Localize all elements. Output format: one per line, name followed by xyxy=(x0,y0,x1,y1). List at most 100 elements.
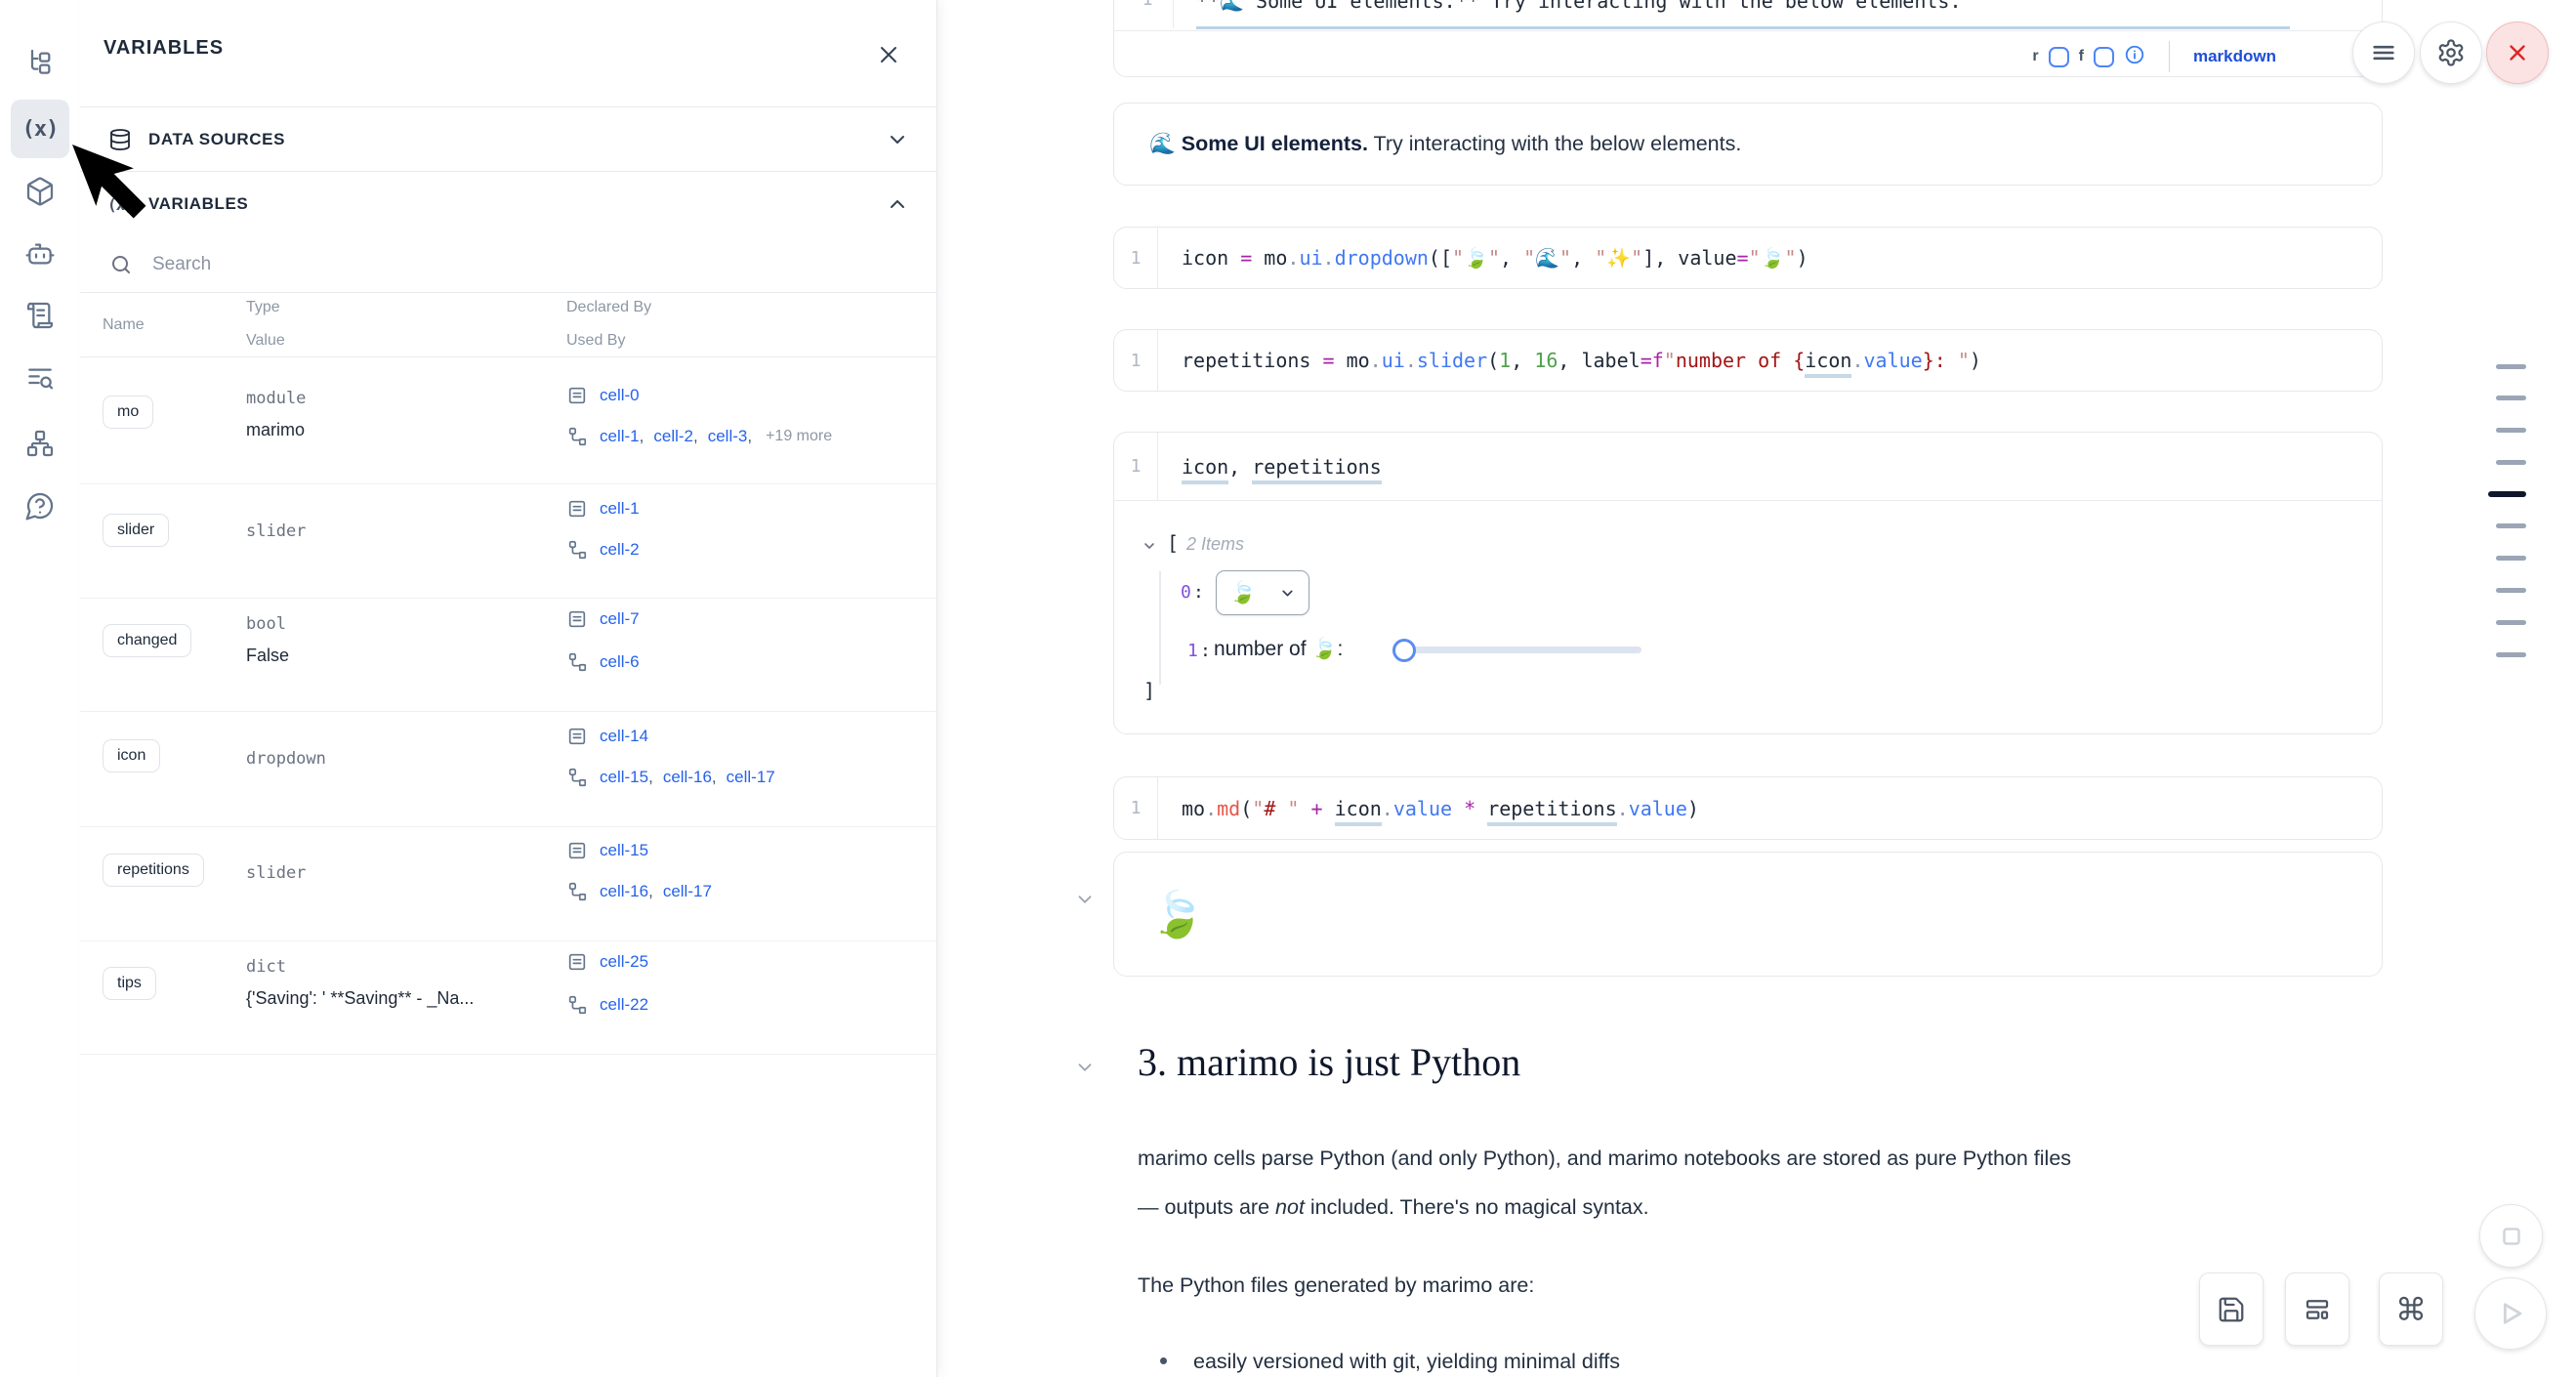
cell-doc-icon xyxy=(568,842,586,859)
cell-usage-icon xyxy=(568,995,587,1015)
settings-gear-button[interactable] xyxy=(2420,21,2482,84)
file-tree-icon[interactable] xyxy=(11,33,69,92)
line-number: 1 xyxy=(1130,456,1142,477)
collapse-section-chevron[interactable] xyxy=(1074,1057,1096,1078)
chevron-up-icon xyxy=(886,192,909,216)
layout-toggle-button[interactable] xyxy=(2285,1273,2349,1346)
logs-search-icon[interactable] xyxy=(11,350,69,408)
cell-link[interactable]: cell-15 xyxy=(600,768,649,786)
used-by-line: cell-22 xyxy=(566,994,648,1016)
tree-index-1: 1 xyxy=(1187,641,1198,661)
command-palette-button[interactable]: ⌘ xyxy=(2379,1273,2443,1346)
stop-button[interactable] xyxy=(2479,1204,2543,1268)
run-stale-label: r xyxy=(2032,48,2039,64)
cell-icon-repetitions: 1 icon, repetitions [ 2 Items 0 : 🍃 1 : … xyxy=(1113,432,2383,734)
markdown-output-text: 🌊 Some UI elements. Try interacting with… xyxy=(1149,132,1741,156)
cell-link[interactable]: cell-1 xyxy=(600,427,640,445)
cell-link[interactable]: cell-15 xyxy=(600,841,649,859)
variables-panel-header: VARIABLES xyxy=(80,0,936,107)
code-editor[interactable]: icon = mo.ui.dropdown(["🍃", "🌊", "✨"], v… xyxy=(1182,246,1808,270)
paragraph-line: — outputs are not included. There's no m… xyxy=(1138,1195,1649,1220)
save-button[interactable] xyxy=(2199,1273,2264,1346)
minimap-cell-marker[interactable] xyxy=(2496,620,2526,625)
more-cells-label[interactable]: +19 more xyxy=(766,428,833,444)
code-editor[interactable]: repetitions = mo.ui.slider(1, 16, label=… xyxy=(1158,349,1981,378)
cell-link[interactable]: cell-14 xyxy=(600,727,649,745)
format-label: f xyxy=(2078,48,2084,64)
editor-row: 1 icon, repetitions xyxy=(1114,433,2382,501)
packages-icon[interactable] xyxy=(11,162,69,221)
section-heading: 3. marimo is just Python xyxy=(1138,1040,1521,1084)
minimap-cell-marker[interactable] xyxy=(2496,364,2526,369)
cell-link[interactable]: cell-7 xyxy=(600,609,640,628)
variables-panel-icon[interactable]: (x) xyxy=(11,100,69,158)
body-text: included. There's no magical syntax. xyxy=(1304,1195,1649,1219)
cell-doc-icon xyxy=(568,387,586,404)
scratchpad-scroll-icon[interactable] xyxy=(11,286,69,345)
cell-doc-icon xyxy=(568,610,586,628)
slider-track[interactable] xyxy=(1407,647,1641,653)
minimap-cell-marker[interactable] xyxy=(2496,652,2526,657)
separator: , xyxy=(747,427,753,445)
help-icon[interactable] xyxy=(11,477,69,535)
gutter-divider xyxy=(1157,433,1158,500)
used-by-line: cell-15, cell-16, cell-17 xyxy=(566,767,775,788)
data-sources-section-header[interactable]: DATA SOURCES xyxy=(80,107,936,172)
wave-emoji: 🌊 xyxy=(1149,132,1182,155)
variables-section-header[interactable]: (x) VARIABLES xyxy=(80,172,936,236)
shutdown-close-button[interactable] xyxy=(2486,21,2549,84)
cell-link[interactable]: cell-22 xyxy=(600,995,649,1014)
cell-link[interactable]: cell-2 xyxy=(653,427,693,445)
info-icon[interactable] xyxy=(2124,44,2145,70)
ai-assistant-icon[interactable] xyxy=(11,225,69,283)
cell-link[interactable]: cell-0 xyxy=(600,386,640,404)
cell-usage-icon xyxy=(568,652,587,672)
run-checkbox[interactable] xyxy=(2048,46,2069,67)
data-sources-label: DATA SOURCES xyxy=(148,129,286,148)
chevron-down-icon xyxy=(1282,590,1293,596)
minimap-cell-marker[interactable] xyxy=(2496,523,2526,528)
cell-link[interactable]: cell-2 xyxy=(600,540,640,559)
dependency-graph-icon[interactable] xyxy=(11,414,69,473)
minimap-cell-marker[interactable] xyxy=(2496,556,2526,561)
code-editor[interactable]: mo.md("# " + icon.value * repetitions.va… xyxy=(1158,796,1699,826)
table-row-mo: mo module marimo cell-0 cell-1, cell-2, … xyxy=(80,357,936,484)
cell-usage-icon xyxy=(568,427,587,446)
cell-link[interactable]: cell-3 xyxy=(707,427,748,445)
cell-link[interactable]: cell-17 xyxy=(662,882,712,900)
cell-link[interactable]: cell-16 xyxy=(662,768,712,786)
tree-collapse-icon[interactable] xyxy=(1142,538,1157,559)
gutter-divider xyxy=(1157,777,1158,839)
minimap-cell-marker[interactable] xyxy=(2496,428,2526,433)
separator: , xyxy=(692,427,698,445)
minimap-cell-marker[interactable] xyxy=(2496,396,2526,400)
cell-link[interactable]: cell-6 xyxy=(600,652,640,671)
search-icon xyxy=(112,255,130,273)
search-input[interactable] xyxy=(152,253,738,275)
variable-type: module xyxy=(246,389,307,408)
minimap-cell-marker[interactable] xyxy=(2496,588,2526,593)
column-type: Type xyxy=(246,299,280,315)
run-all-play-button[interactable] xyxy=(2474,1277,2547,1350)
format-checkbox[interactable] xyxy=(2093,46,2114,67)
text-underline-highlight xyxy=(1196,26,2290,29)
cell-link[interactable]: cell-25 xyxy=(600,952,649,971)
tree-guide-line xyxy=(1159,571,1161,685)
cell-link[interactable]: cell-16 xyxy=(600,882,649,900)
cell-usage-icon xyxy=(568,768,587,787)
code-editor[interactable]: icon, repetitions xyxy=(1158,454,1382,484)
cell-leaf-output: 🍃 xyxy=(1113,852,2383,977)
output-dropdown-select[interactable]: 🍃 xyxy=(1216,570,1309,615)
cell-link[interactable]: cell-17 xyxy=(726,768,775,786)
separator: , xyxy=(639,427,644,445)
close-panel-button[interactable] xyxy=(869,35,908,74)
collapse-output-chevron[interactable] xyxy=(1074,889,1096,910)
cell-link[interactable]: cell-1 xyxy=(600,499,640,518)
language-toggle-markdown[interactable]: markdown xyxy=(2192,47,2276,65)
code-editor[interactable]: **🌊 Some UI elements.** Try interacting … xyxy=(1196,0,1962,13)
minimap-cell-marker[interactable] xyxy=(2496,460,2526,465)
minimap-cell-marker-active[interactable] xyxy=(2488,491,2526,497)
declared-by-line: cell-1 xyxy=(566,498,640,520)
notebook-menu-button[interactable] xyxy=(2352,21,2415,84)
slider-knob[interactable] xyxy=(1392,639,1416,662)
